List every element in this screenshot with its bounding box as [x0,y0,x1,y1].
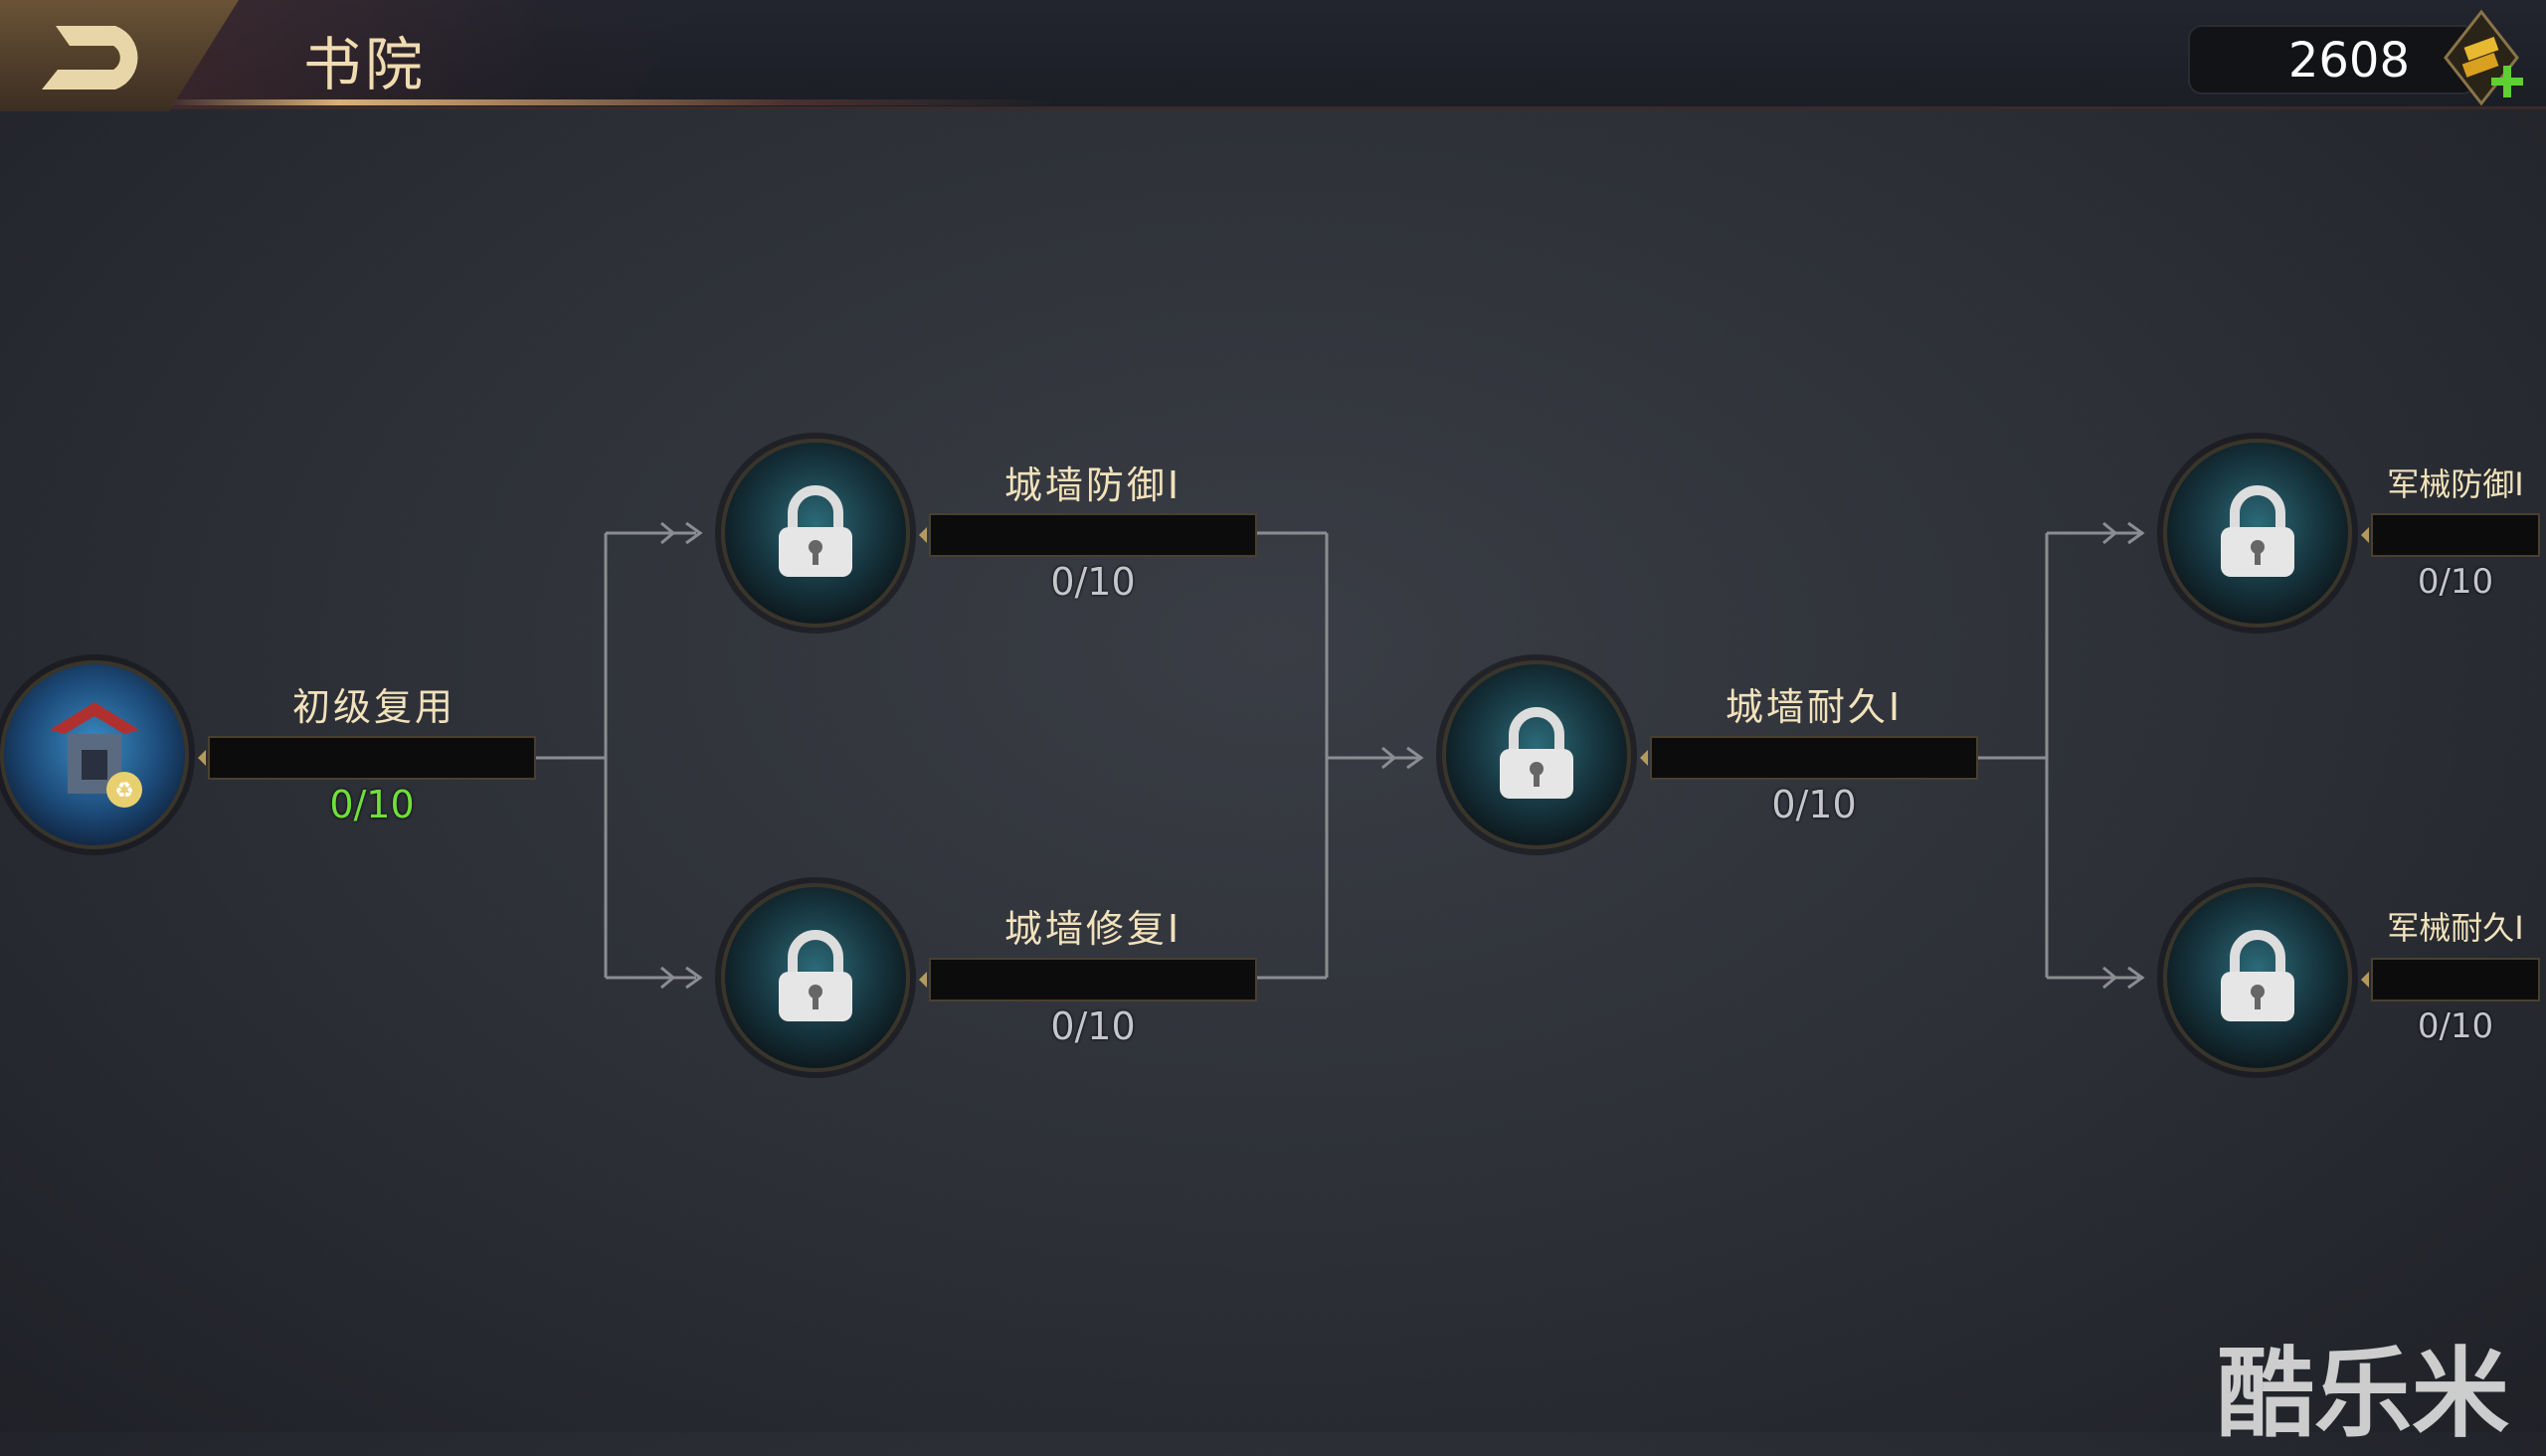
svg-text:♻: ♻ [114,779,134,804]
back-arrow-icon [42,26,138,90]
skill-name: 军械防御I [2387,465,2524,503]
currency-display: 2608 [2188,25,2476,94]
currency-amount: 2608 [2287,33,2410,89]
skill-progress-bar [2361,513,2540,557]
skill-progress-value: 0/10 [1771,783,1857,826]
title-backdrop [149,0,706,107]
skill-progress-value: 0/10 [1050,560,1136,604]
skill-node-icon[interactable] [721,439,910,628]
skill-progress-bar [919,513,1257,557]
skill-progress-value: 0/10 [2417,562,2494,602]
skill-progress-bar [2361,958,2540,1001]
skill-progress-value: 0/10 [2417,1006,2494,1046]
skill-name: 城墙修复I [1003,907,1182,951]
watermark: 酷乐米 [2217,1338,2510,1451]
skill-progress-bar [198,736,536,780]
lock-icon [1500,707,1573,799]
lock-icon [779,485,852,577]
skill-progress-value: 0/10 [329,783,415,826]
skill-node-icon[interactable] [1442,660,1631,849]
skill-name: 军械耐久I [2387,909,2524,947]
skill-node-icon[interactable]: ♻ [0,660,189,849]
skill-name: 城墙耐久I [1725,685,1904,729]
skill-node-icon[interactable] [2163,883,2352,1072]
skill-node-icon[interactable] [721,883,910,1072]
page-title: 书院 [303,31,428,98]
skill-progress-bar [1640,736,1978,780]
recycle-tower-icon: ♻ [50,702,142,808]
skill-progress-value: 0/10 [1050,1004,1136,1048]
lock-icon [2221,930,2294,1021]
skill-progress-bar [919,958,1257,1001]
top-bar [0,0,2546,109]
top-bar-glow [159,99,1054,105]
skill-name: 初级复用 [291,685,455,729]
add-currency-button[interactable] [2442,8,2531,107]
skill-name: 城墙防御I [1003,463,1182,507]
lock-icon [779,930,852,1021]
lock-icon [2221,485,2294,577]
skill-node-icon[interactable] [2163,439,2352,628]
gold-ingot-plus-icon [2444,9,2523,106]
